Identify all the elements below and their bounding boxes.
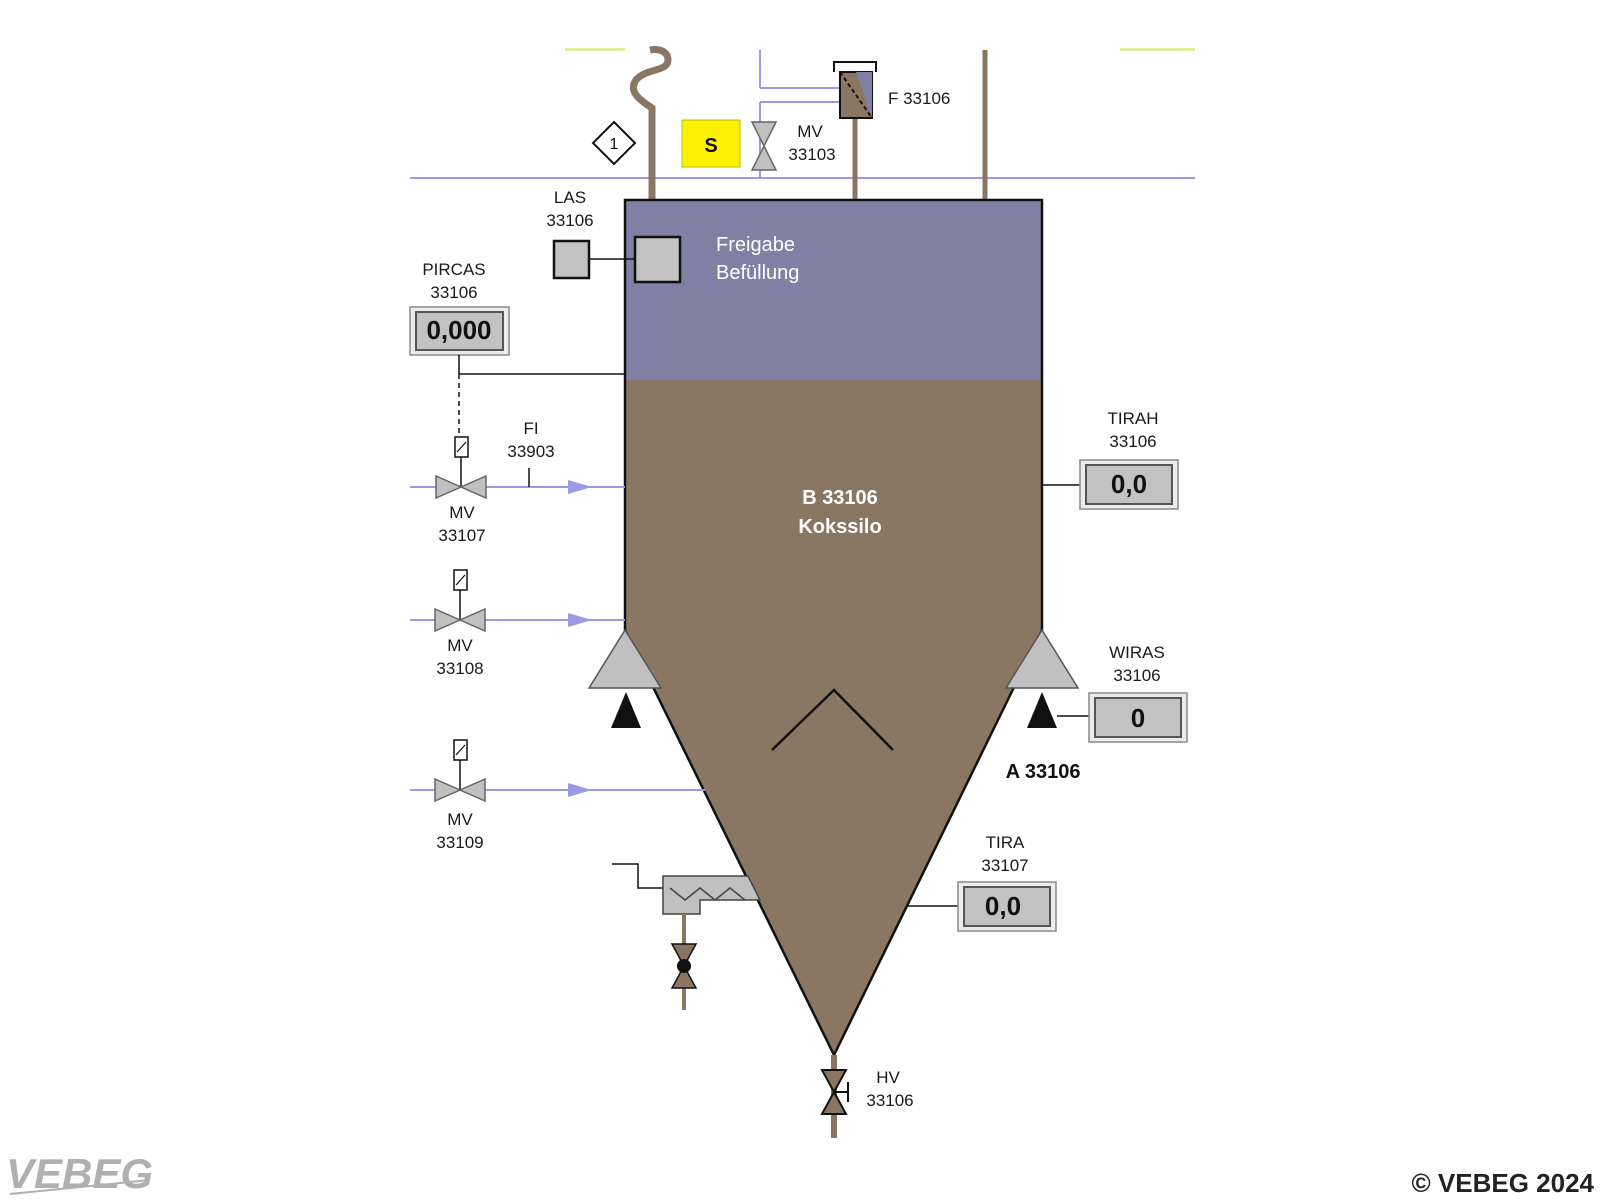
valve-mv33109[interactable] bbox=[434, 739, 486, 803]
drain-valve[interactable] bbox=[670, 943, 698, 989]
weight-display-field bbox=[1094, 697, 1182, 738]
filter-f33106[interactable] bbox=[833, 61, 877, 119]
weight-display[interactable]: 0 bbox=[1088, 692, 1188, 743]
hand-valve-label-1: HV bbox=[876, 1068, 900, 1087]
diamond-marker bbox=[591, 120, 637, 166]
temp-high-display-field bbox=[1085, 464, 1173, 505]
temp-low-label-1: TIRA bbox=[986, 833, 1025, 852]
pressure-value: 0,000 bbox=[426, 315, 491, 345]
filter-tag: F 33106 bbox=[888, 89, 950, 108]
flow-label-2: 33903 bbox=[507, 442, 554, 461]
weight-label-1: WIRAS bbox=[1109, 643, 1165, 662]
status-badge-label: S bbox=[704, 135, 717, 157]
valve-body-right bbox=[459, 474, 487, 500]
drain-valve-actuator bbox=[677, 959, 691, 973]
hand-valve-lower bbox=[820, 1089, 848, 1115]
heater-cable bbox=[612, 863, 663, 889]
valve-mv33109-label-2: 33109 bbox=[436, 833, 483, 852]
pressure-label-2: 33106 bbox=[430, 283, 477, 302]
vebeg-logo-underline bbox=[9, 1179, 151, 1195]
heater-body bbox=[662, 875, 762, 915]
hand-valve-label-2: 33106 bbox=[866, 1091, 913, 1110]
temp-low-display[interactable]: 0,0 bbox=[957, 881, 1057, 932]
valve-mv33109-label-1: MV bbox=[447, 810, 473, 829]
valve-mv33107-label-2: 33107 bbox=[438, 526, 485, 545]
flow-arrow bbox=[568, 480, 592, 494]
valve-mv33107[interactable] bbox=[435, 436, 487, 500]
valve-actuator-mark bbox=[455, 574, 466, 586]
valve-body-left bbox=[435, 474, 463, 500]
flow-arrow bbox=[568, 783, 592, 797]
temp-high-display[interactable]: 0,0 bbox=[1079, 459, 1179, 510]
valve-actuator-mark bbox=[456, 441, 467, 453]
temp-low-value: 0,0 bbox=[985, 891, 1021, 921]
valve-actuator-mark bbox=[455, 744, 466, 756]
vebeg-logo: VEBEG bbox=[6, 1150, 153, 1197]
temp-high-label-2: 33106 bbox=[1109, 432, 1156, 451]
flow-arrow bbox=[568, 613, 592, 627]
silo-outline[interactable] bbox=[623, 198, 1044, 1058]
filter-diagonal bbox=[839, 71, 873, 119]
valve-body-lower bbox=[750, 144, 778, 171]
level-switch-label-2: 33106 bbox=[546, 211, 593, 230]
valve-body-left bbox=[434, 777, 462, 803]
drain-valve-upper bbox=[670, 943, 698, 968]
pressure-label-1: PIRCAS bbox=[422, 260, 485, 279]
valve-mv33108[interactable] bbox=[434, 569, 486, 633]
valve-mv33108-label-2: 33108 bbox=[436, 659, 483, 678]
release-indicator-lamp[interactable] bbox=[633, 235, 682, 284]
level-switch-label-1: LAS bbox=[554, 188, 586, 207]
silo-content bbox=[625, 380, 1042, 1055]
pressure-display-field bbox=[415, 311, 504, 351]
temp-low-display-field bbox=[963, 886, 1051, 927]
filter-bracket bbox=[833, 61, 877, 72]
temp-high-value: 0,0 bbox=[1111, 469, 1147, 499]
weight-value: 0 bbox=[1131, 703, 1145, 733]
silo-tag: B 33106 bbox=[802, 487, 878, 509]
heater-unit[interactable] bbox=[662, 875, 762, 915]
silo-gas-space bbox=[625, 200, 1042, 380]
diamond-marker-label: 1 bbox=[610, 136, 619, 153]
load-cell-right bbox=[1004, 628, 1080, 689]
inlet-pipe-curved bbox=[629, 46, 672, 200]
load-cell-support-right bbox=[1027, 692, 1057, 728]
decorative-stripe bbox=[1120, 48, 1195, 51]
temp-high-label-1: TIRAH bbox=[1108, 409, 1159, 428]
valve-mv33103[interactable] bbox=[750, 121, 778, 171]
drain-valve-lower bbox=[670, 964, 698, 989]
silo-name: Kokssilo bbox=[798, 516, 881, 538]
status-badge[interactable] bbox=[681, 119, 741, 168]
scale-tag: A 33106 bbox=[1006, 761, 1081, 783]
release-indicator-label-2: Befüllung bbox=[716, 262, 799, 284]
weight-label-2: 33106 bbox=[1113, 666, 1160, 685]
valve-mv33108-label-1: MV bbox=[447, 636, 473, 655]
level-switch-indicator[interactable] bbox=[552, 239, 591, 280]
hand-valve-upper bbox=[820, 1069, 848, 1095]
valve-mv33103-label-2: 33103 bbox=[788, 145, 835, 164]
filter-element bbox=[856, 72, 872, 118]
release-indicator-label-1: Freigabe bbox=[716, 234, 795, 256]
temp-low-label-2: 33107 bbox=[981, 856, 1028, 875]
pressure-display[interactable]: 0,000 bbox=[409, 306, 510, 356]
silo-cone-insert bbox=[771, 688, 894, 751]
load-cell-support-left bbox=[611, 692, 641, 728]
heater-coil bbox=[669, 887, 746, 901]
load-cell-left bbox=[587, 628, 663, 689]
valve-body-left bbox=[434, 607, 462, 633]
valve-mv33107-label-1: MV bbox=[449, 503, 475, 522]
copyright-notice: © VEBEG 2024 bbox=[1412, 1168, 1595, 1198]
flow-label-1: FI bbox=[523, 419, 538, 438]
decorative-stripe bbox=[565, 48, 625, 51]
valve-body-upper bbox=[750, 121, 778, 148]
valve-body-right bbox=[458, 607, 486, 633]
valve-body-right bbox=[458, 777, 486, 803]
hand-valve-hv33106[interactable] bbox=[820, 1069, 849, 1115]
valve-mv33103-label-1: MV bbox=[797, 122, 823, 141]
